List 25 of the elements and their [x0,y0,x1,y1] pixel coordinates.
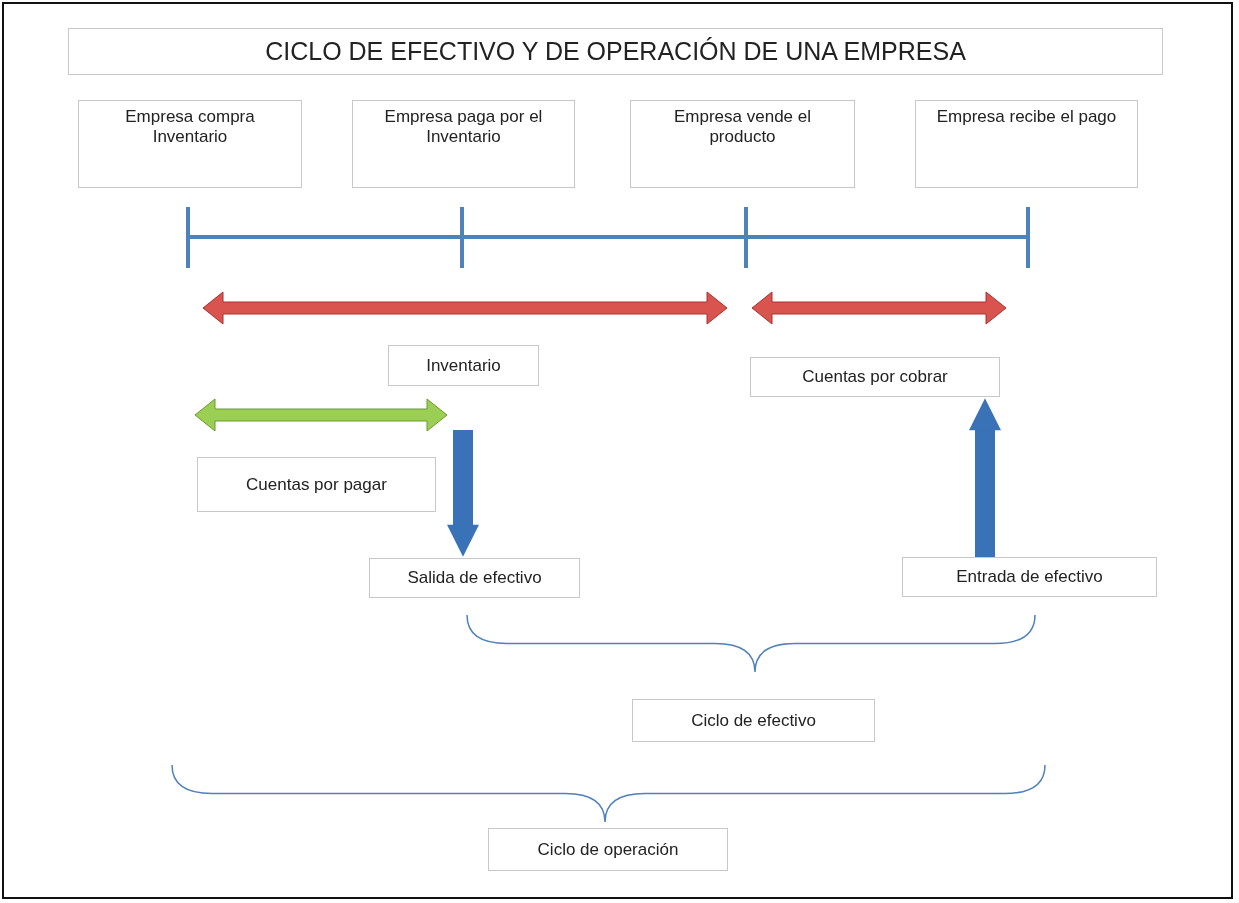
label-box [197,457,436,512]
box-text: Entrada de efectivo [956,567,1103,587]
label-box [388,345,539,386]
box-text: Empresa compra Inventario [124,107,256,148]
label-box [902,557,1157,597]
box-text: Inventario [426,355,501,376]
event-box [915,100,1138,188]
label-box [488,828,728,871]
arrow [969,398,1001,557]
box-text: Ciclo de operación [537,839,679,860]
label-box [750,357,1000,397]
label-box [369,558,580,598]
box-text: Empresa recibe el pago [936,107,1117,128]
event-box [352,100,575,188]
event-box [630,100,855,188]
event-box [78,100,302,188]
box-text: Cuentas por pagar [246,474,387,495]
box-text: Empresa paga por el Inventario [383,107,544,148]
box-text: Empresa vende el producto [673,107,812,148]
diagram-title: CICLO DE EFECTIVO Y DE OPERACIÓN DE UNA EMPRESA [68,28,1163,75]
label-box [632,699,875,742]
box-text: Cuentas por cobrar [802,367,948,387]
arrow [447,430,479,557]
box-text: Ciclo de efectivo [691,710,816,731]
box-text: Salida de efectivo [407,568,542,588]
